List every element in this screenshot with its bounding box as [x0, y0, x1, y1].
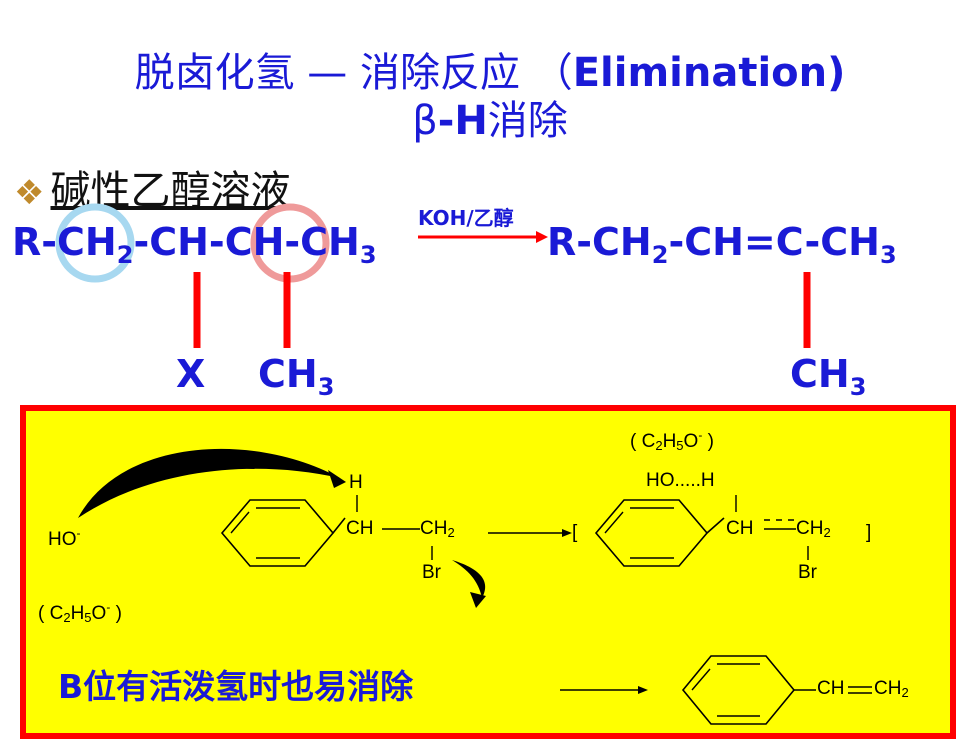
ch-label: CH [346, 518, 374, 539]
reactant-chx: -CH- [133, 220, 225, 264]
ch3-left-ch: CH [258, 352, 318, 396]
page-title: 脱卤化氢 — 消除反应 （Elimination) [0, 40, 980, 98]
subtitle-h: -H [437, 98, 488, 144]
reactant-chme: CH- [224, 220, 301, 264]
reactant-sub2: 2 [116, 241, 134, 269]
diamond-bullet-icon: ❖ [14, 173, 45, 213]
reaction-arrow-head [536, 231, 548, 243]
ho-charge: - [76, 526, 81, 540]
ho-h-label: HO.....H [646, 470, 715, 491]
sol-minus: - [106, 600, 111, 614]
sol2-c: ( C [630, 431, 656, 452]
ethoxide-label-left: ( C2H5O- ) [38, 600, 122, 625]
sty-ch2-text: CH [874, 678, 902, 699]
curved-arrow-large-head [328, 470, 346, 488]
reactant-sub3: 3 [359, 241, 377, 269]
sol-o: O [91, 603, 107, 624]
product-sub2: 2 [651, 241, 669, 269]
reactant-formula: R-CH2-CH-CH-CH3 [12, 220, 377, 269]
subtitle-beta: β [412, 98, 438, 144]
sol2-o: O [683, 431, 699, 452]
sol2-close: ) [702, 431, 714, 452]
ch3-right-sub: 3 [849, 373, 867, 401]
alpha-carbon-circle [55, 203, 135, 283]
substituent-x: X [176, 352, 206, 396]
sol2-2: 2 [655, 438, 663, 453]
ts-ch2-sub: 2 [823, 525, 831, 540]
substituent-ch3-left: CH3 [258, 352, 334, 401]
ts-ch-label: CH [726, 518, 754, 539]
curved-arrow-large [78, 448, 340, 518]
reactant-ch: CH [57, 220, 117, 264]
subtitle-cn: 消除 [487, 98, 568, 144]
page-subtitle: β-H消除 [0, 88, 980, 146]
h-label: H [349, 472, 363, 493]
benzene-ring-3 [681, 655, 796, 725]
substituent-ch3-right: CH3 [790, 352, 866, 401]
ts-br-label: Br [798, 562, 817, 583]
reagent-label: KOH/乙醇 [418, 206, 514, 230]
product-sub3: 3 [879, 241, 897, 269]
product-chain: -CH=C-CH [668, 220, 880, 264]
curved-arrow-small [452, 560, 486, 598]
ch2-label: CH2 [420, 518, 455, 540]
sol-2: 2 [63, 610, 71, 625]
br-label: Br [422, 562, 441, 583]
ch3-left-sub: 3 [317, 373, 335, 401]
ring1-bond [332, 517, 346, 534]
reactant-r: R- [12, 220, 58, 264]
ho-text: HO [48, 529, 77, 550]
ethoxide-label-top: ( C2H5O- ) [630, 428, 714, 453]
styrene-ch2-label: CH2 [874, 678, 909, 700]
hydroxide-label: HO- [48, 526, 81, 551]
ch2-sub: 2 [447, 525, 455, 540]
reactant-ch3: CH [300, 220, 360, 264]
sol2-minus: - [698, 428, 703, 442]
bracket-close: ] [866, 522, 872, 543]
styrene-ch-label: CH [817, 678, 845, 699]
sol2-h: H [662, 431, 677, 452]
ch3-right-ch: CH [790, 352, 850, 396]
benzene-ring-2 [594, 499, 709, 567]
sol-h: H [70, 603, 85, 624]
ts-ch2-label: CH2 [796, 518, 831, 540]
benzene-ring-1 [220, 499, 335, 567]
note-text: B位有活泼氢时也易消除 [58, 667, 414, 706]
ts-ch2-text: CH [796, 518, 824, 539]
curved-arrow-small-head [470, 592, 486, 608]
product-formula: R-CH2-CH=C-CH3 [547, 220, 897, 269]
ch2-text: CH [420, 518, 448, 539]
title-cn: 脱卤化氢 — 消除反应 （ [134, 50, 573, 96]
sty-ch2-sub: 2 [901, 685, 909, 700]
title-en: Elimination) [572, 50, 846, 96]
bracket-open: [ [572, 522, 578, 543]
sol-close: ) [110, 603, 122, 624]
sol-c: ( C [38, 603, 64, 624]
product-rch: R-CH [547, 220, 652, 264]
